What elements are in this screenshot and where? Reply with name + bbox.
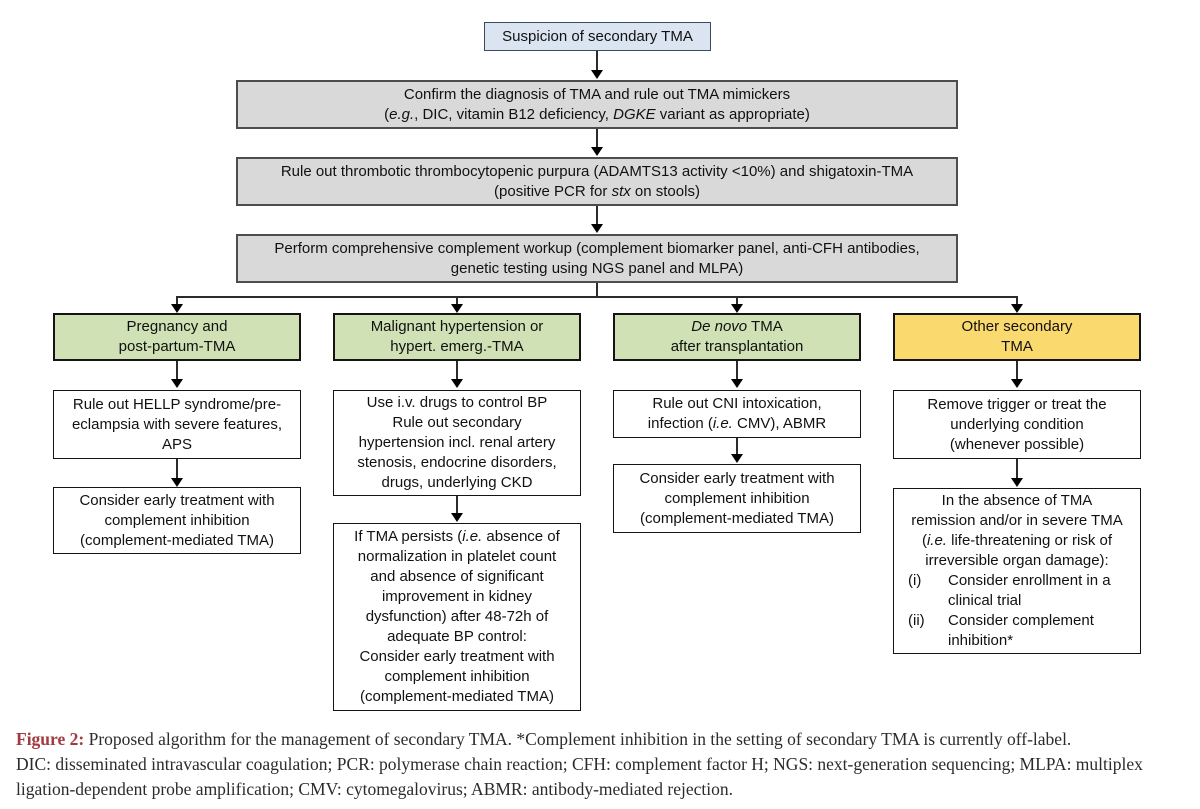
- arrow-down-line: [456, 361, 458, 380]
- connector-horizontal-line: [176, 296, 1018, 298]
- box-text: Confirm the diagnosis of TMA and rule ou…: [384, 85, 810, 123]
- branch-header-malignant-hypertension: Malignant hypertension or hypert. emerg.…: [333, 313, 581, 361]
- flow-box-iv-drugs-bp: Use i.v. drugs to control BP Rule out se…: [333, 390, 581, 496]
- flow-box-tma-persists: If TMA persists (i.e. absence of normali…: [333, 523, 581, 711]
- arrow-down-line: [596, 129, 598, 148]
- branch-arrow-line: [176, 296, 178, 305]
- arrow-down-head: [1011, 478, 1023, 487]
- box-text: If TMA persists (i.e. absence of normali…: [354, 528, 560, 705]
- box-text: Perform comprehensive complement workup …: [274, 239, 920, 277]
- list-item-text: Consider enrollment in a clinical trial: [948, 572, 1111, 609]
- arrow-down-head: [1011, 379, 1023, 388]
- option-list: (i) Consider enrollment in a clinical tri…: [894, 571, 1140, 653]
- flow-box-rule-out-cni: Rule out CNI intoxication, infection (i.…: [613, 390, 861, 438]
- arrow-down-head: [171, 478, 183, 487]
- branch-header-other-secondary-tma: Other secondary TMA: [893, 313, 1141, 361]
- box-text: Use i.v. drugs to control BP Rule out se…: [357, 394, 557, 491]
- arrow-down-line: [456, 496, 458, 514]
- flow-box-remove-trigger: Remove trigger or treat the underlying c…: [893, 390, 1141, 459]
- branch-arrow-head: [451, 304, 463, 313]
- box-text: De novo TMA after transplantation: [670, 318, 804, 355]
- arrow-down-line: [736, 361, 738, 380]
- arrow-down-line: [596, 206, 598, 225]
- arrow-down-line: [176, 459, 178, 479]
- arrow-down-head: [591, 147, 603, 156]
- box-text: In the absence of TMA remission and/or i…: [911, 492, 1123, 569]
- arrow-down-head: [591, 224, 603, 233]
- flow-box-absence-of-remission: In the absence of TMA remission and/or i…: [893, 488, 1141, 654]
- figure-caption-text: Proposed algorithm for the management of…: [16, 729, 1143, 799]
- arrow-down-head: [731, 379, 743, 388]
- list-item: (i) Consider enrollment in a clinical tri…: [908, 571, 1134, 611]
- branch-arrow-line: [456, 296, 458, 305]
- box-text: Consider early treatment with complement…: [79, 491, 275, 549]
- arrow-down-head: [731, 454, 743, 463]
- arrow-down-head: [591, 70, 603, 79]
- figure-caption-label: Figure 2:: [16, 729, 85, 749]
- arrow-down-line: [1016, 361, 1018, 380]
- box-text: Malignant hypertension or hypert. emerg.…: [370, 318, 544, 355]
- list-item-marker: (ii): [908, 612, 925, 629]
- arrow-down-line: [1016, 459, 1018, 479]
- arrow-down-head: [171, 379, 183, 388]
- branch-arrow-line: [736, 296, 738, 305]
- flow-box-consider-treatment-pregnancy: Consider early treatment with complement…: [53, 487, 301, 554]
- connector-stub: [596, 283, 598, 298]
- branch-arrow-head: [731, 304, 743, 313]
- list-item-text: Consider complement inhibition*: [948, 612, 1094, 649]
- arrow-down-line: [736, 438, 738, 455]
- flow-box-consider-treatment-transplant: Consider early treatment with complement…: [613, 464, 861, 533]
- box-text: Suspicion of secondary TMA: [502, 27, 693, 45]
- box-text: Pregnancy and post-partum-TMA: [118, 318, 236, 355]
- flow-step-confirm-diagnosis: Confirm the diagnosis of TMA and rule ou…: [236, 80, 958, 129]
- branch-arrow-line: [1016, 296, 1018, 305]
- list-item-marker: (i): [908, 572, 922, 589]
- box-text: Other secondary TMA: [961, 318, 1073, 355]
- flow-step-complement-workup: Perform comprehensive complement workup …: [236, 234, 958, 283]
- list-item: (ii) Consider complement inhibition*: [908, 611, 1134, 651]
- figure-caption: Figure 2: Proposed algorithm for the man…: [16, 727, 1188, 802]
- box-text: Rule out CNI intoxication, infection (i.…: [647, 395, 827, 432]
- arrow-down-line: [596, 51, 598, 71]
- flow-step-rule-out-ttp-shigatoxin: Rule out thrombotic thrombocytopenic pur…: [236, 157, 958, 206]
- arrow-down-head: [451, 513, 463, 522]
- branch-header-de-novo-tma: De novo TMA after transplantation: [613, 313, 861, 361]
- box-text: Rule out thrombotic thrombocytopenic pur…: [280, 162, 914, 200]
- branch-arrow-head: [1011, 304, 1023, 313]
- arrow-down-head: [451, 379, 463, 388]
- box-text: Remove trigger or treat the underlying c…: [927, 395, 1107, 453]
- flow-box-suspicion: Suspicion of secondary TMA: [484, 22, 711, 51]
- box-text: Consider early treatment with complement…: [639, 469, 835, 527]
- arrow-down-line: [176, 361, 178, 380]
- box-text: Rule out HELLP syndrome/pre- eclampsia w…: [71, 395, 283, 453]
- flow-box-rule-out-hellp: Rule out HELLP syndrome/pre- eclampsia w…: [53, 390, 301, 459]
- branch-header-pregnancy: Pregnancy and post-partum-TMA: [53, 313, 301, 361]
- branch-arrow-head: [171, 304, 183, 313]
